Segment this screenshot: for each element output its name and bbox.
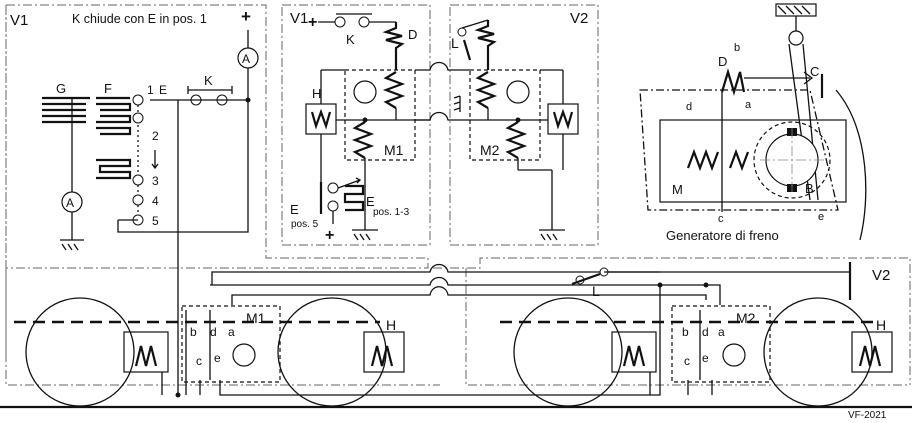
midright-H-box <box>547 103 579 135</box>
gen-b-label: b <box>734 42 740 54</box>
midleft-E-pos-left-1: E <box>290 202 299 217</box>
ammeter-top-label: A <box>242 52 250 66</box>
left-panel-title: V1 <box>10 12 28 29</box>
mid-left-panel: V1 + K D H M1 E pos. 1-3 E pos. 5 <box>290 10 430 244</box>
gen-e-label: e <box>818 211 824 223</box>
gen-M-label: M <box>672 182 683 197</box>
midleft-H-label: H <box>312 86 321 101</box>
pos-2-label: 2 <box>152 129 159 143</box>
midleft-E-label: E <box>366 194 375 209</box>
mid-crossing <box>415 61 470 121</box>
generator-illustration: b D C d a M B c e Generatore di freno <box>639 3 867 243</box>
pos-5-label: 5 <box>152 214 159 228</box>
left-E-label: E <box>159 83 167 97</box>
ammeter-left-label: A <box>66 196 74 210</box>
bottom-bogies: H H M1 b d a c e M2 b d a c e <box>0 262 912 421</box>
midright-title: V2 <box>570 10 588 27</box>
midleft-M1-label: M1 <box>384 142 404 158</box>
midleft-E-pos-right: pos. 1-3 <box>373 207 410 218</box>
left-K-label: K <box>204 73 213 88</box>
midright-L-label: L <box>451 35 459 51</box>
midright-M2-label: M2 <box>480 142 500 158</box>
pos-4-label: 4 <box>152 194 159 208</box>
gen-B-label: B <box>805 181 814 196</box>
bottom-m2-e: e <box>702 351 709 365</box>
F-label: F <box>104 81 112 96</box>
bottom-M2-label: M2 <box>736 310 756 326</box>
pos-1-label: 1 <box>147 83 154 97</box>
left-panel-caption: K chiude con E in pos. 1 <box>72 12 207 26</box>
bottom-H1-label: H <box>386 317 396 333</box>
gen-a-label: a <box>745 99 752 111</box>
bottom-m2-d: d <box>702 325 709 339</box>
G-label: G <box>56 81 66 96</box>
left-plus-label: + <box>241 7 251 26</box>
gen-C-label: C <box>810 64 819 79</box>
bottom-L-label: L <box>592 283 600 299</box>
bottom-m1-a: a <box>228 325 235 339</box>
midleft-plus-top: + <box>308 14 317 31</box>
midleft-D-label: D <box>408 27 417 42</box>
midleft-K-label: K <box>346 32 355 47</box>
midleft-E-pos-left-2: pos. 5 <box>291 219 319 230</box>
bottom-M1-label: M1 <box>246 310 266 326</box>
midleft-H-box <box>305 103 337 135</box>
credit-label: VF-2021 <box>848 410 887 421</box>
mid-right-panel: V2 L M2 <box>451 10 588 241</box>
bottom-m1-c: c <box>196 354 202 368</box>
bottom-m2-b: b <box>682 325 689 339</box>
gen-D-label: D <box>718 54 727 69</box>
bottom-m1-d: d <box>210 325 217 339</box>
midleft-title: V1 <box>290 10 308 27</box>
gen-c-label: c <box>718 213 724 225</box>
bottom-m1-e: e <box>214 351 221 365</box>
left-panel: V1 K chiude con E in pos. 1 + A K G A F <box>10 7 259 395</box>
bottom-H2-label: H <box>876 317 886 333</box>
gen-caption: Generatore di freno <box>666 228 779 243</box>
bottom-m2-a: a <box>718 325 725 339</box>
bottom-m1-b: b <box>190 325 197 339</box>
gen-d-label: d <box>686 101 692 113</box>
midleft-plus-bottom: + <box>325 227 334 244</box>
panel-outlines <box>5 4 911 386</box>
bottom-m2-c: c <box>684 354 690 368</box>
pos-3-label: 3 <box>152 174 159 188</box>
bottom-V2-label: V2 <box>872 267 890 284</box>
